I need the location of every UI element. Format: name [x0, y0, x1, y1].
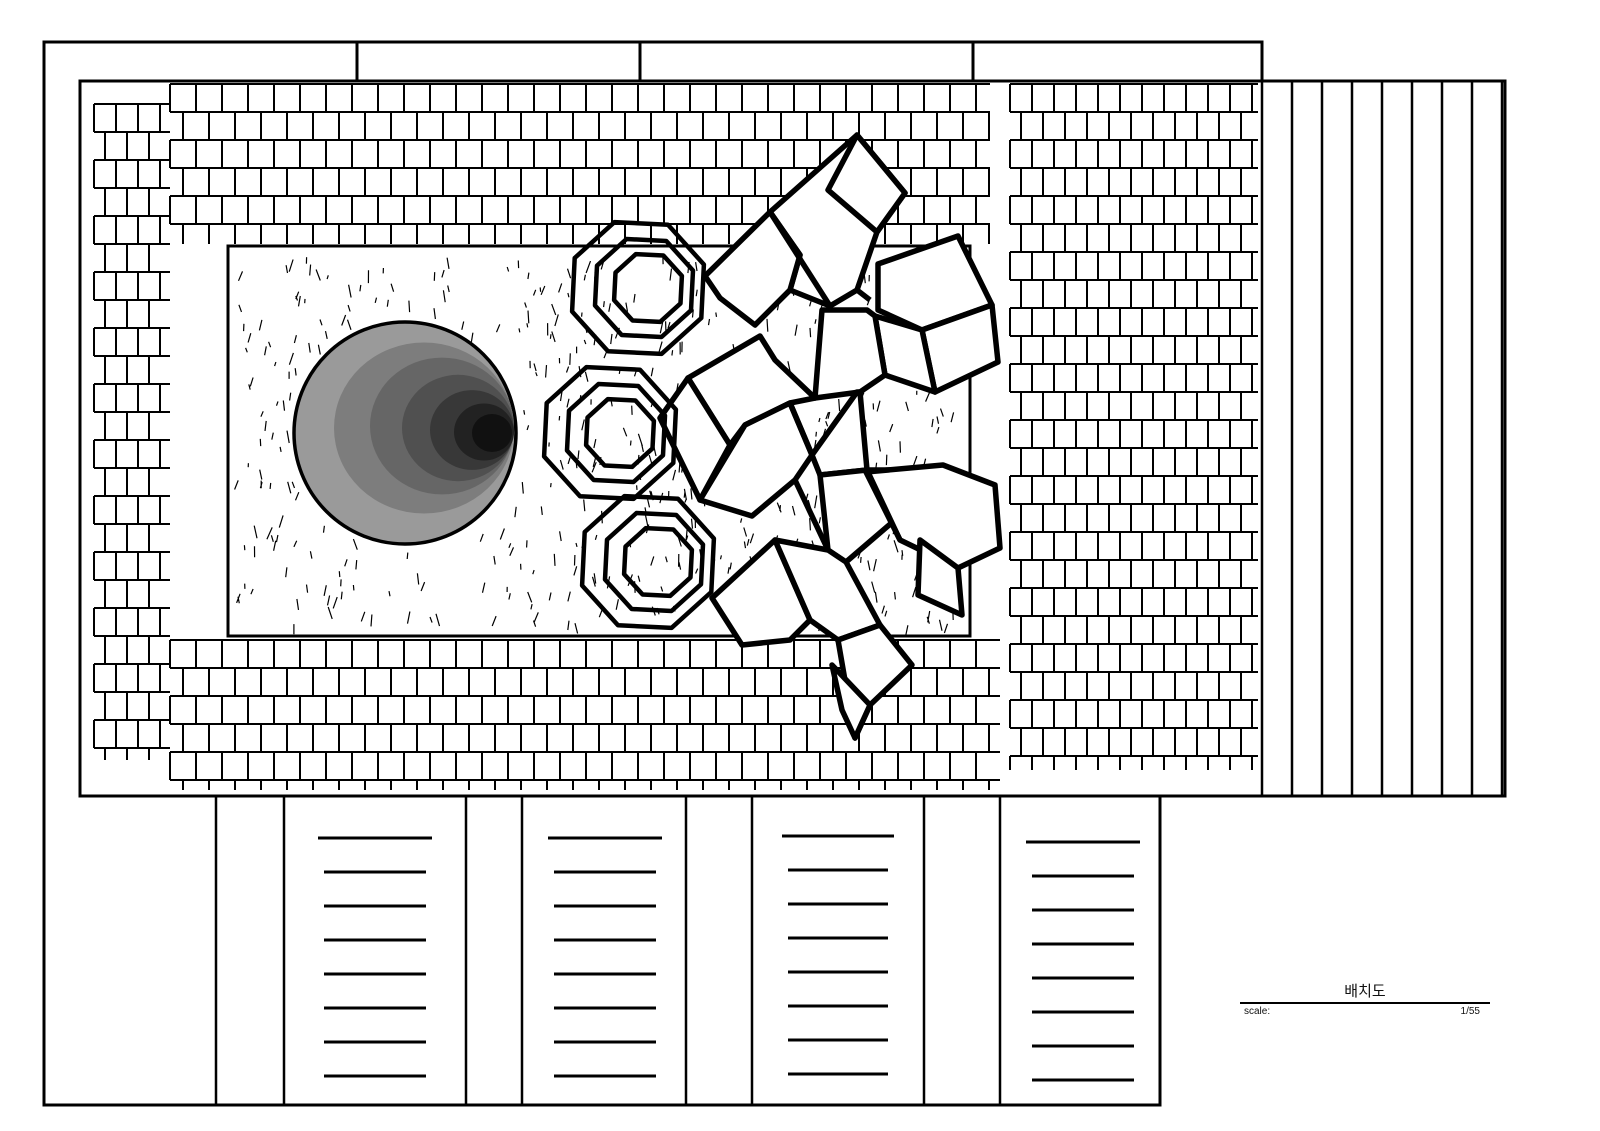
scale-value: 1/55 — [1460, 1006, 1480, 1017]
circular-pool — [292, 320, 518, 546]
striped-deck — [1260, 80, 1504, 796]
drawing-title: 배치도 — [1344, 982, 1386, 1000]
main-plaza-outline — [78, 79, 1507, 798]
scale-label: scale: — [1244, 1006, 1271, 1017]
outer-frame — [42, 40, 1264, 1107]
title-rule — [1240, 1002, 1490, 1004]
parking-bays — [214, 797, 1140, 1105]
cube-bench-cluster — [657, 132, 1003, 741]
octagon-planters — [541, 219, 717, 631]
brick-paving — [93, 83, 1258, 790]
title-block: 배치도 scale: 1/55 — [1240, 980, 1490, 1018]
scale-row: scale: 1/55 — [1240, 1004, 1490, 1018]
